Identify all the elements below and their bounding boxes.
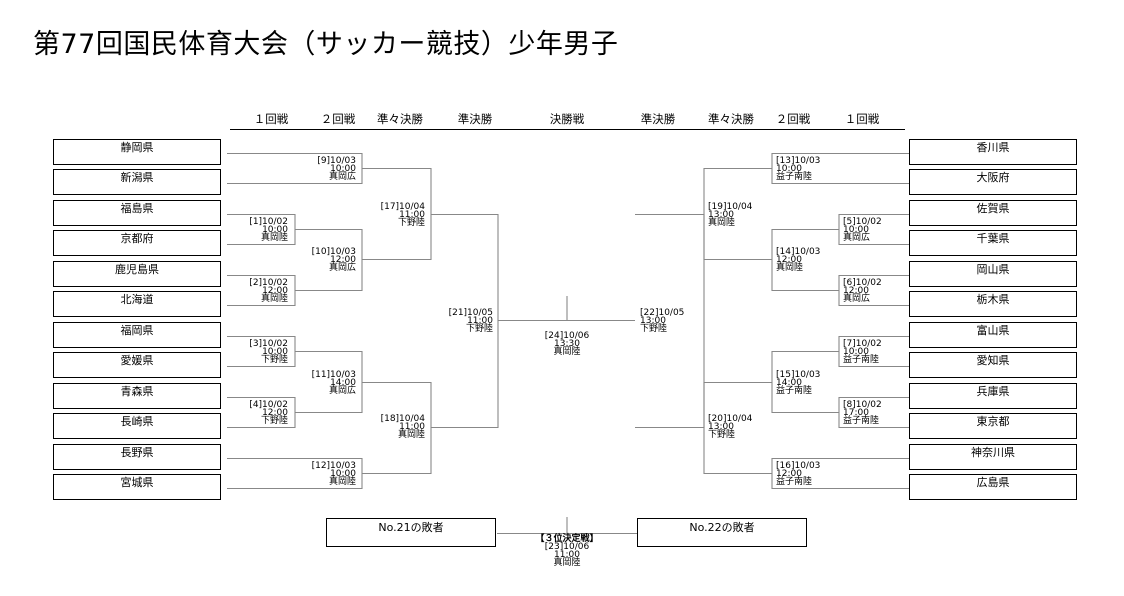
team-left-9: 青森県: [53, 383, 221, 409]
team-right-11: 神奈川県: [909, 444, 1077, 470]
team-right-2: 大阪府: [909, 169, 1077, 195]
round-header-left-r2: ２回戦: [320, 112, 356, 126]
team-left-10: 長崎県: [53, 413, 221, 439]
team-left-5: 鹿児島県: [53, 261, 221, 287]
third-place-right-box: No.22の敗者: [637, 518, 807, 547]
third-place-left-box: No.21の敗者: [326, 518, 496, 547]
team-left-12: 宮城県: [53, 474, 221, 500]
team-left-11: 長野県: [53, 444, 221, 470]
team-left-3: 福島県: [53, 200, 221, 226]
team-left-8: 愛媛県: [53, 352, 221, 378]
round-header-final: 決勝戦: [549, 112, 585, 126]
team-right-7: 富山県: [909, 322, 1077, 348]
round-header-right-r2: ２回戦: [775, 112, 811, 126]
team-left-6: 北海道: [53, 291, 221, 317]
team-right-5: 岡山県: [909, 261, 1077, 287]
team-right-8: 愛知県: [909, 352, 1077, 378]
round-header-left-qf: 準々決勝: [377, 112, 423, 126]
round-header-right-qf: 準々決勝: [708, 112, 754, 126]
team-left-1: 静岡県: [53, 139, 221, 165]
team-left-4: 京都府: [53, 230, 221, 256]
round-header-right-sf: 準決勝: [640, 112, 676, 126]
round-header-right-r1: １回戦: [844, 112, 880, 126]
team-right-3: 佐賀県: [909, 200, 1077, 226]
team-left-2: 新潟県: [53, 169, 221, 195]
team-right-9: 兵庫県: [909, 383, 1077, 409]
team-right-12: 広島県: [909, 474, 1077, 500]
page-title: 第77回国民体育大会（サッカー競技）少年男子: [33, 29, 619, 60]
round-header-left-sf: 準決勝: [457, 112, 493, 126]
team-right-1: 香川県: [909, 139, 1077, 165]
team-right-6: 栃木県: [909, 291, 1077, 317]
team-right-4: 千葉県: [909, 230, 1077, 256]
team-right-10: 東京都: [909, 413, 1077, 439]
team-left-7: 福岡県: [53, 322, 221, 348]
round-header-left-r1: １回戦: [253, 112, 289, 126]
